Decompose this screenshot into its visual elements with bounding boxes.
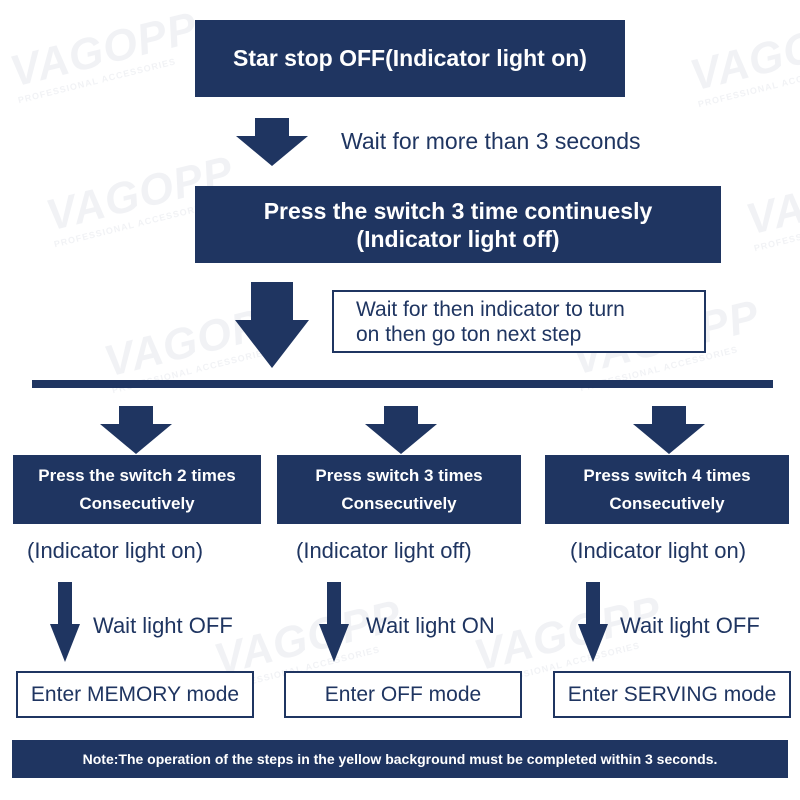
wait-indicator-box: Wait for then indicator to turn on then … (332, 290, 706, 353)
wait-indicator-line2: on then go ton next step (356, 322, 582, 346)
branch-wait-label: Wait light OFF (620, 613, 760, 638)
wait-step-label: Wait for more than 3 seconds (341, 128, 641, 154)
branch-action-line1: Press the switch 2 times (38, 465, 236, 485)
result-label: Enter SERVING mode (567, 682, 777, 706)
branch-action-line2: Consecutively (79, 493, 195, 513)
down-arrow-icon (100, 406, 172, 454)
press-3-times-line2: (Indicator light off) (356, 225, 560, 252)
down-arrow-icon (235, 282, 309, 368)
down-arrow-icon (365, 406, 437, 454)
result-label: Enter MEMORY mode (30, 682, 240, 706)
branch-divider-line (32, 380, 773, 388)
branch-indicator-label: (Indicator light on) (570, 538, 747, 563)
note-text: Note:The operation of the steps in the y… (82, 751, 718, 767)
down-arrow-icon (236, 118, 308, 166)
branch-wait-label: Wait light OFF (93, 613, 233, 638)
start-step-label: Star stop OFF(Indicator light on) (233, 45, 587, 71)
branch-action-line1: Press switch 4 times (583, 465, 751, 485)
branch-indicator-label: (Indicator light on) (27, 538, 204, 563)
result-box-off: Enter OFF mode (284, 671, 522, 718)
branch-action-line2: Consecutively (341, 493, 457, 513)
branch-wait-label: Wait light ON (366, 613, 495, 638)
press-3-times-line1: Press the switch 3 time continuesly (263, 197, 653, 224)
branch-action-box-serving: Press switch 4 times Consecutively (545, 455, 789, 524)
branch-action-box-memory: Press the switch 2 times Consecutively (13, 455, 261, 524)
result-box-serving: Enter SERVING mode (553, 671, 791, 718)
branch-action-line1: Press switch 3 times (315, 465, 483, 485)
press-3-times-step-box: Press the switch 3 time continuesly (Ind… (195, 186, 721, 263)
wait-indicator-line1: Wait for then indicator to turn (356, 297, 625, 321)
down-arrow-icon (578, 582, 608, 662)
branch-indicator-label: (Indicator light off) (296, 538, 472, 563)
branch-action-line2: Consecutively (609, 493, 725, 513)
down-arrow-icon (319, 582, 349, 662)
result-label: Enter OFF mode (324, 682, 482, 706)
down-arrow-icon (50, 582, 80, 662)
down-arrow-icon (633, 406, 705, 454)
result-box-memory: Enter MEMORY mode (16, 671, 254, 718)
start-step-box: Star stop OFF(Indicator light on) (195, 20, 625, 97)
branch-action-box-off: Press switch 3 times Consecutively (277, 455, 521, 524)
note-bar: Note:The operation of the steps in the y… (12, 740, 788, 778)
